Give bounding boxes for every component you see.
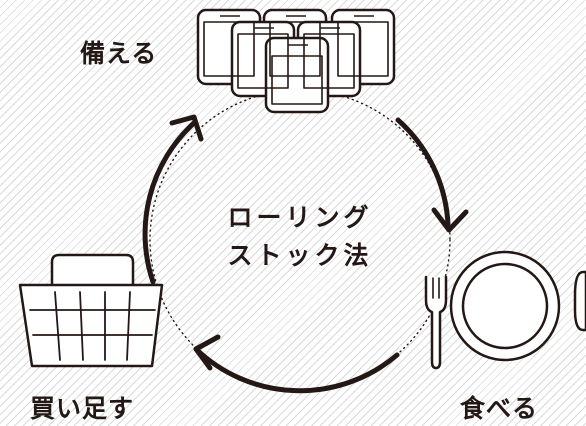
center-title: ローリング ストック法 (210, 199, 390, 275)
cycle-arrow-prepare-to-eat (395, 117, 469, 233)
step-label-restock: 買い足す (30, 394, 135, 423)
step-label-prepare: 備える (80, 39, 158, 68)
center-title-line-2: ストック法 (227, 241, 373, 270)
step-label-eat: 食べる (460, 394, 539, 423)
food-pouch-stack-icon (196, 8, 396, 114)
shopping-basket-icon (18, 253, 164, 368)
cycle-arrow-restock-to-prepare (142, 114, 204, 285)
plate-fork-spoon-icon (424, 250, 586, 370)
center-title-line-1: ローリング (227, 203, 373, 232)
cycle-arrow-eat-to-restock (193, 334, 400, 394)
